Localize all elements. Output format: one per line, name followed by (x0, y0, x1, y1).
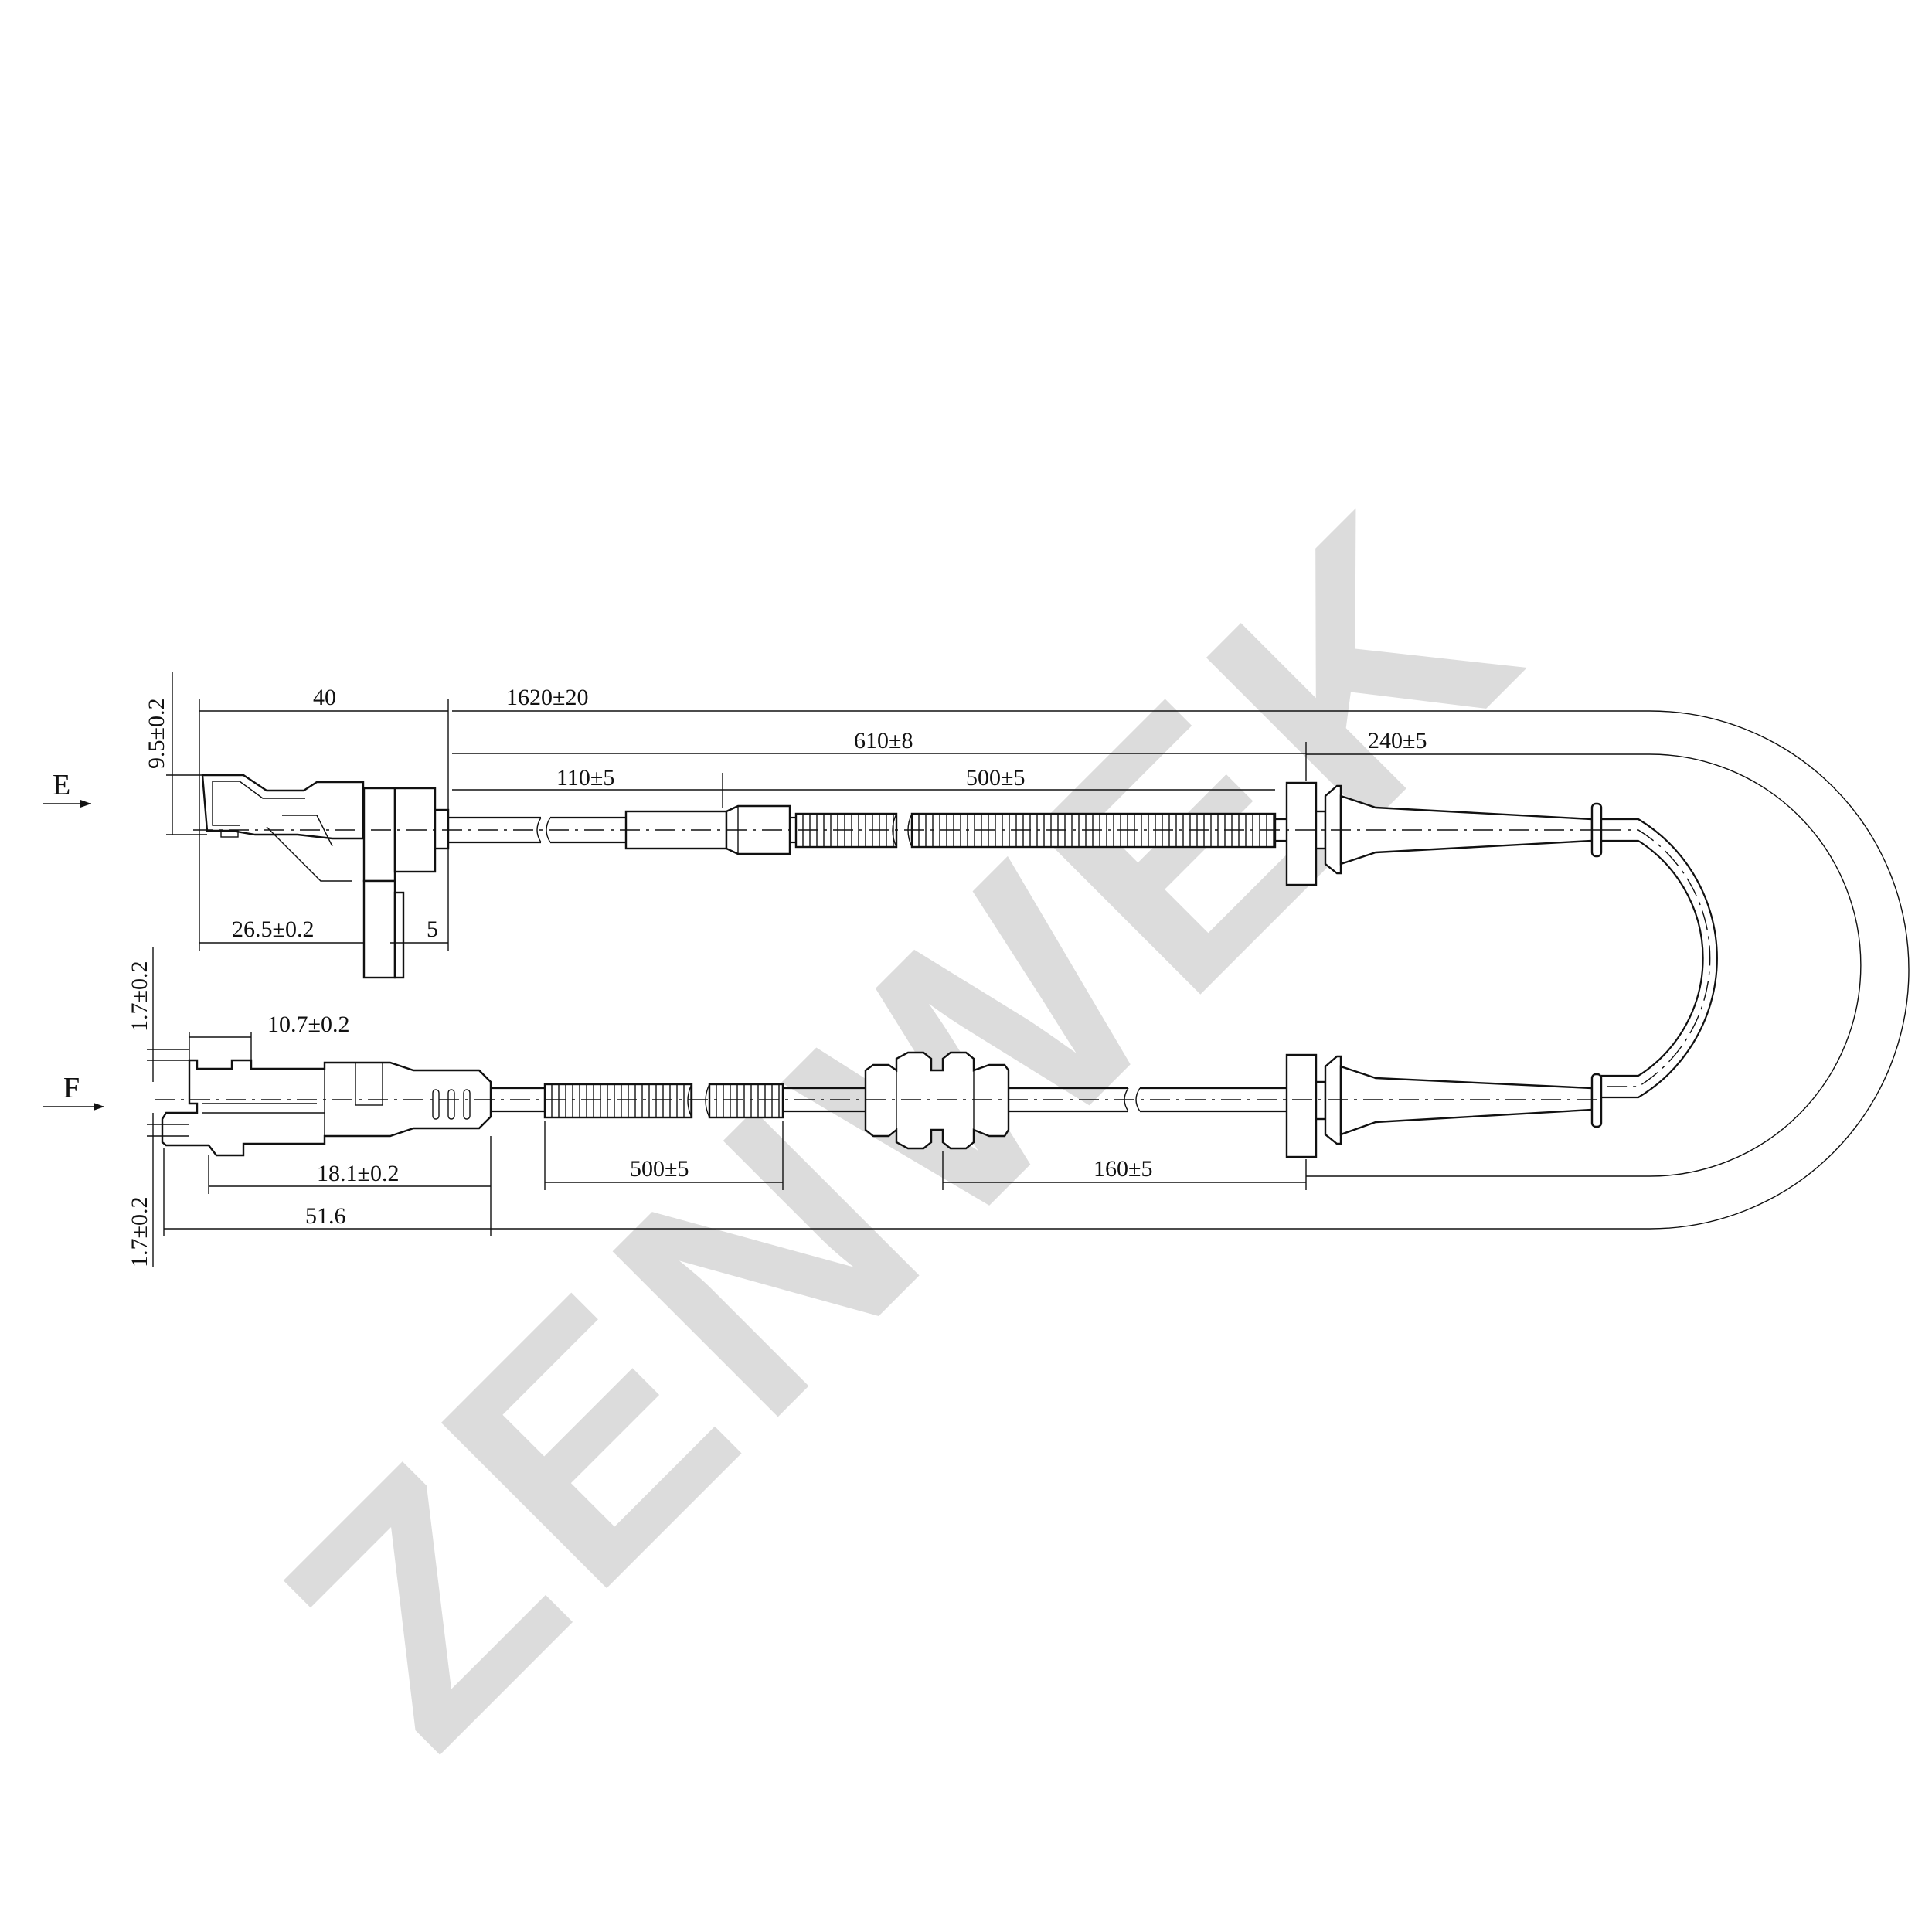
dim-160: 160±5 (1094, 1156, 1152, 1182)
dim-500-bottom: 500±5 (630, 1156, 689, 1182)
dim-1620: 1620±20 (506, 685, 588, 710)
dim-9-5: 9.5±0.2 (144, 699, 169, 769)
dim-10-7: 10.7±0.2 (267, 1012, 349, 1037)
dim-40: 40 (313, 685, 336, 710)
dim-1-7-bottom: 1.7±0.2 (127, 1197, 152, 1267)
cable-bottom (491, 1051, 1603, 1158)
dim-26-5: 26.5±0.2 (232, 917, 314, 942)
dim-110: 110±5 (556, 765, 614, 791)
plug-connector-f (161, 1059, 492, 1157)
dim-5: 5 (427, 917, 438, 942)
dim-1-7-top: 1.7±0.2 (127, 961, 152, 1032)
cable-bend (1601, 818, 1718, 1099)
view-label-e: E (53, 769, 70, 801)
dim-240: 240±5 (1368, 728, 1427, 753)
dim-500-top: 500±5 (966, 765, 1025, 791)
dim-18-1: 18.1±0.2 (317, 1161, 399, 1186)
overall-length-loop (452, 710, 1910, 1230)
dim-610: 610±8 (854, 728, 913, 753)
view-label-f: F (63, 1072, 80, 1104)
sensor-head-e (201, 774, 450, 979)
dim-51-6: 51.6 (305, 1203, 346, 1229)
dimension-lines (43, 672, 1307, 1267)
dimension-labels: 40 1620±20 610±8 240±5 110±5 500±5 26.5±… (53, 685, 1427, 1267)
